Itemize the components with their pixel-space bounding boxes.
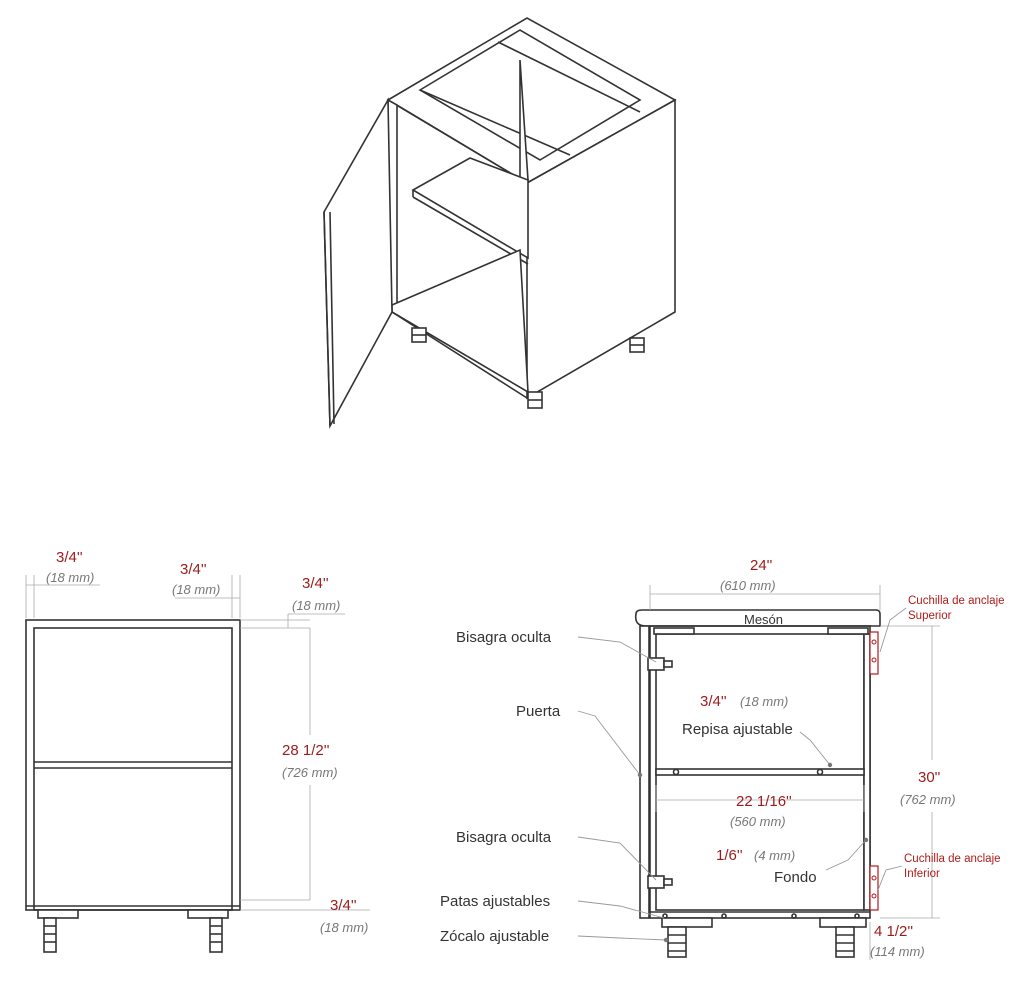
anchor-rail-top xyxy=(869,631,879,675)
section-door xyxy=(639,625,650,919)
section-dim-depth-mm: (560 mm) xyxy=(730,814,786,829)
label-legs: Patas ajustables xyxy=(440,893,550,910)
label-plinth: Zócalo ajustable xyxy=(440,928,549,945)
section-hinges xyxy=(647,657,673,889)
cabinet-legs xyxy=(411,327,645,409)
section-dim-height-mm: (762 mm) xyxy=(900,792,956,807)
isometric-cabinet xyxy=(323,17,677,429)
cabinet-shelf xyxy=(411,157,529,260)
leader-lines xyxy=(577,607,907,941)
section-dim-height-value: 30'' xyxy=(918,769,941,786)
side-dim-mid-mm: (18 mm) xyxy=(172,582,220,597)
anchor-top-label-1: Cuchilla de anclaje xyxy=(908,595,1005,607)
anchor-bottom-label-2: Inferior xyxy=(904,868,940,880)
label-hinge-top: Bisagra oculta xyxy=(456,629,552,646)
side-view-outline xyxy=(25,619,241,911)
section-legs xyxy=(661,917,867,958)
shelf-thickness-mm: (18 mm) xyxy=(740,694,788,709)
section-shelf xyxy=(655,768,865,776)
countertop-label: Mesón xyxy=(744,612,783,627)
section-dim-plinth-mm: (114 mm) xyxy=(870,944,925,959)
section-back-panel xyxy=(863,633,871,911)
side-view-legs xyxy=(37,909,229,953)
side-dim-mid-value: 3/4'' xyxy=(180,561,207,578)
side-dim-bottom-mm: (18 mm) xyxy=(320,920,368,935)
section-dim-width-mm: (610 mm) xyxy=(720,578,776,593)
anchor-top-label-2: Superior xyxy=(908,610,952,622)
cabinet-top-inner xyxy=(418,29,642,161)
anchor-rail-bottom xyxy=(869,865,879,911)
section-dim-depth-value: 22 1/16'' xyxy=(736,793,792,810)
side-dim-top-value: 3/4'' xyxy=(302,575,329,592)
side-dim-height-value: 28 1/2'' xyxy=(282,742,330,759)
cabinet-bottom xyxy=(391,248,529,394)
side-dim-left-value: 3/4'' xyxy=(56,549,83,566)
side-dim-top-mm: (18 mm) xyxy=(292,598,340,613)
label-hinge-bottom: Bisagra oculta xyxy=(456,829,552,846)
section-dim-plinth-value: 4 1/2'' xyxy=(874,923,913,940)
label-door: Puerta xyxy=(516,703,561,720)
cabinet-right-side xyxy=(526,98,676,400)
section-view xyxy=(577,585,940,960)
side-view xyxy=(25,575,370,953)
back-thickness-mm: (4 mm) xyxy=(754,848,795,863)
back-thickness-value: 1/6'' xyxy=(716,847,743,864)
countertop xyxy=(634,609,881,627)
side-dim-height-mm: (726 mm) xyxy=(282,765,338,780)
label-back: Fondo xyxy=(774,869,817,886)
side-dim-bottom-value: 3/4'' xyxy=(330,897,357,914)
section-dim-width-value: 24'' xyxy=(750,557,773,574)
anchor-bottom-label-1: Cuchilla de anclaje xyxy=(904,853,1001,865)
side-view-inner xyxy=(33,627,233,911)
side-dim-left-mm: (18 mm) xyxy=(46,570,94,585)
label-shelf: Repisa ajustable xyxy=(682,721,793,738)
cabinet-door xyxy=(323,97,393,429)
shelf-thickness-value: 3/4'' xyxy=(700,693,727,710)
